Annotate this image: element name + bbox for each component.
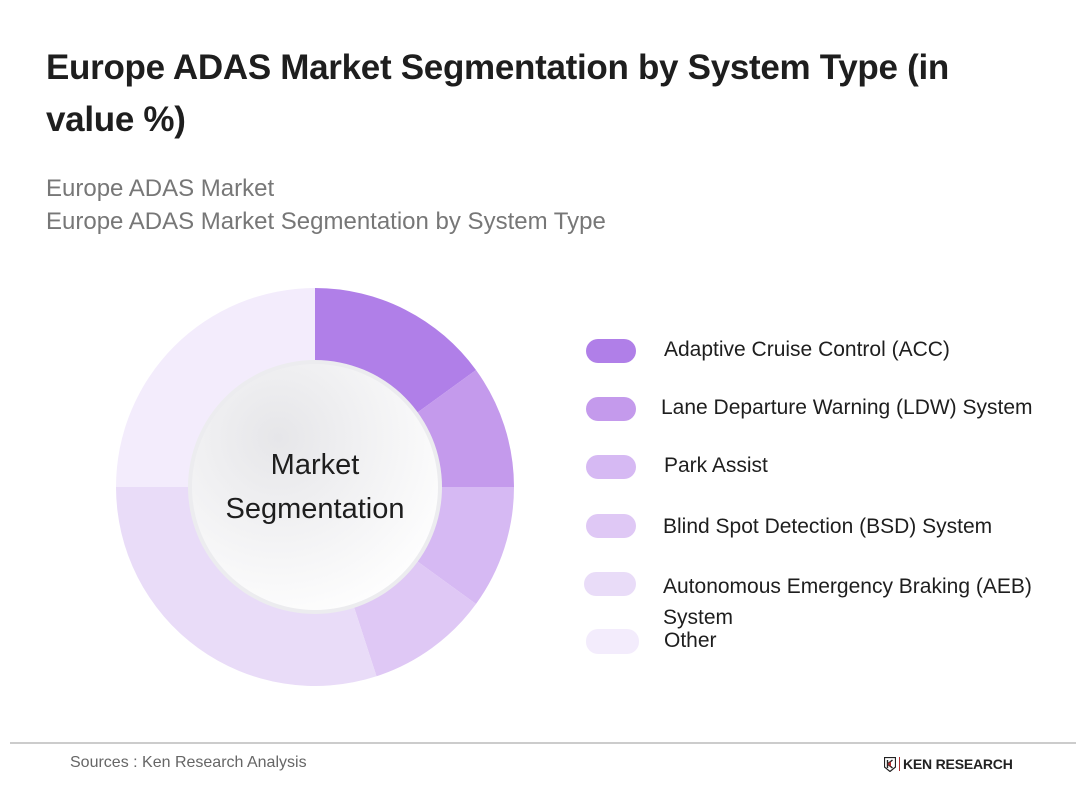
legend-label: Other bbox=[664, 629, 717, 652]
logo-separator bbox=[899, 757, 900, 771]
chart-title: Europe ADAS Market Segmentation by Syste… bbox=[46, 48, 949, 139]
center-label-line-2: Segmentation bbox=[225, 493, 405, 525]
donut-segment[interactable] bbox=[315, 288, 476, 414]
center-disc bbox=[192, 364, 438, 610]
source-note: Sources : Ken Research Analysis bbox=[70, 754, 307, 771]
donut-svg bbox=[116, 288, 514, 686]
chart-subtitle: Europe ADAS Market Europe ADAS Market Se… bbox=[46, 172, 606, 238]
center-label: Market Segmentation bbox=[191, 363, 439, 611]
donut-segment[interactable] bbox=[416, 370, 514, 487]
ken-research-logo: KEN RESEARCH bbox=[884, 756, 1013, 772]
legend-label: Autonomous Emergency Braking (AEB) Syste… bbox=[663, 575, 1032, 629]
legend-swatch bbox=[586, 629, 639, 654]
legend-swatch bbox=[584, 572, 636, 596]
subtitle-line-2: Europe ADAS Market Segmentation by Syste… bbox=[46, 208, 606, 235]
legend-swatch bbox=[586, 397, 636, 421]
legend-label: Lane Departure Warning (LDW) System bbox=[661, 396, 1033, 419]
donut-segment[interactable] bbox=[416, 487, 514, 604]
legend-label: Blind Spot Detection (BSD) System bbox=[663, 515, 993, 538]
subtitle-line-1: Europe ADAS Market bbox=[46, 175, 275, 202]
logo-text: KEN RESEARCH bbox=[903, 756, 1013, 772]
donut-segments bbox=[116, 288, 514, 686]
donut-segment[interactable] bbox=[116, 288, 315, 487]
footer-divider bbox=[10, 742, 1076, 744]
ken-research-shield-icon bbox=[884, 756, 896, 772]
legend-swatch bbox=[586, 514, 636, 538]
donut-chart: Market Segmentation bbox=[115, 287, 515, 687]
center-label-line-1: Market bbox=[270, 449, 360, 481]
donut-segment[interactable] bbox=[353, 560, 476, 677]
donut-segment[interactable] bbox=[116, 487, 377, 686]
legend-swatch bbox=[586, 455, 636, 479]
legend-label: Park Assist bbox=[664, 454, 768, 477]
legend-label: Adaptive Cruise Control (ACC) bbox=[664, 338, 950, 361]
legend-swatch bbox=[586, 339, 636, 363]
